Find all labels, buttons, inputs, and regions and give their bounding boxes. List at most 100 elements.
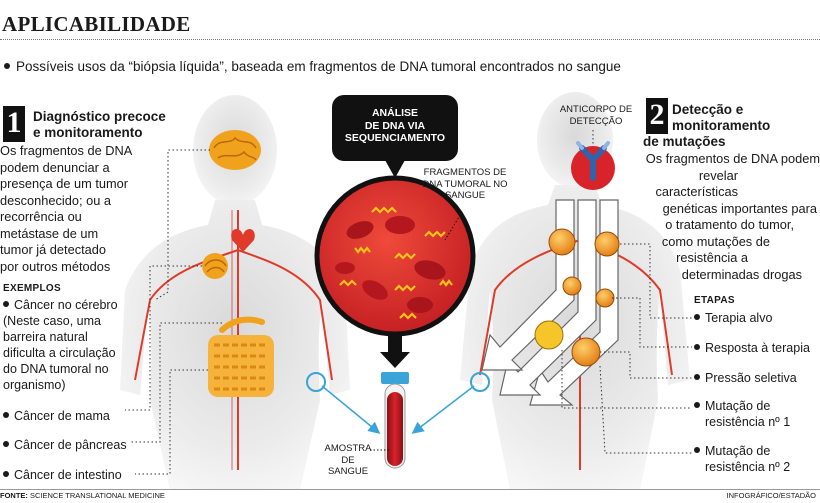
right-wrist-marker [470,372,490,392]
bullet-icon [694,374,700,380]
step-item: Pressão seletiva [694,370,797,386]
callout-line: DE DNA VIA [364,119,426,132]
step-label: Mutação de [705,444,771,458]
footer-source-text: SCIENCE TRANSLATIONAL MEDICINE [30,491,165,500]
intestine-icon [208,335,274,397]
section2-body-line: o tratamento do tumor, [665,217,794,232]
footer-source: FONTE: SCIENCE TRANSLATIONAL MEDICINE [0,491,165,500]
step-label: Resposta à terapia [705,341,810,355]
step-label: Pressão seletiva [705,371,797,385]
example-note-line: do DNA tumoral no [3,362,109,376]
blood-tube-icon [381,372,409,469]
step-item: Resposta à terapia [694,340,810,356]
example-label: Câncer de intestino [14,468,122,482]
section1-body: Os fragmentos de DNA podem denunciar a p… [0,143,132,275]
section1-heading-line: Diagnóstico precoce [33,109,166,124]
section2-body-line: revelar características [655,167,739,200]
callout-line: ANÁLISE [371,107,419,119]
step-item: Mutação de resistência nº 1 [694,398,790,430]
section1-body-line: podem denunciar a [0,159,110,175]
callout-line: SEQUENCIAMENTO [344,132,446,144]
section1-body-line: tumor já detectado [0,242,106,257]
bullet-icon [694,314,700,320]
section2-body-line: genéticas importantes para [662,200,817,216]
section2-number-badge: 2 [646,98,668,134]
heart-icon [231,228,255,252]
section1-body-line: por outros métodos [0,258,111,274]
subtitle: Possíveis usos da “biópsia líquida”, bas… [4,59,621,74]
section2-body-line: resistência a [676,250,748,265]
antibody-label-line: ANTICORPO DE [559,104,633,115]
step-item: Terapia alvo [694,310,772,326]
section2-heading-line: monitoramento [672,118,771,133]
page-title: APLICABILIDADE [2,12,191,36]
antibody-label-line: DETECÇÃO [569,115,623,127]
examples-label: EXEMPLOS [3,283,61,294]
right-sample-arrow [411,385,475,434]
example-pancreas: Câncer de pâncreas [3,437,127,453]
fragments-label: FRAGMENTOS DE DNA TUMORAL NO SANGUE [415,167,515,202]
down-arrow [380,334,410,368]
subtitle-text: Possíveis usos da “biópsia líquida”, bas… [16,59,621,74]
antibody-label: ANTICORPO DE DETECÇÃO [556,104,636,127]
fragments-label-line: FRAGMENTOS DE [423,167,507,178]
section1-body-line: desconhecido; ou a [0,192,111,208]
callout-pointer [385,160,405,178]
section1-heading-line: e monitoramento [33,125,143,140]
bullet-icon [694,402,700,408]
sample-label-line: SANGUE [327,466,369,477]
section1-number-badge: 1 [3,106,25,142]
section2-body-line: como mutações de [661,233,770,249]
section1-body-line: presença de um tumor [0,176,129,191]
example-label: Câncer de mama [14,409,110,423]
footer-source-label: FONTE: [0,491,28,500]
sample-label: AMOSTRA DE SANGUE [322,443,374,478]
right-leader-lines [561,243,692,454]
example-note-line: organismo) [3,378,66,392]
bullet-icon [3,441,9,447]
section2-heading-tail: de mutações [643,134,726,149]
bullet-icon [694,447,700,453]
section1-heading: Diagnóstico precoce e monitoramento [33,109,166,141]
footer-divider [0,489,820,490]
blood-magnifier [314,175,476,337]
section2-body-line: determinadas drogas [681,266,802,282]
left-leader-lines [125,149,222,475]
section1-body-line: metástase de um [0,225,99,241]
section2-body: Os fragmentos de DNA podem revelar carac… [636,151,820,283]
step-label-line: resistência nº 2 [705,460,791,474]
section2-heading: Detecção e monitoramento [672,102,770,134]
fragments-label-line: DNA TUMORAL NO [422,178,508,190]
example-label: Câncer no cérebro [14,298,118,312]
left-wrist-marker [306,372,326,392]
example-note-line: dificulta a circulação [3,346,116,360]
section1-body-line: recorrência ou [0,209,82,224]
tumor-cells [534,228,620,367]
step-label: Mutação de [705,399,771,413]
antibody-icon [571,141,615,190]
left-sample-arrow [321,385,381,434]
section2-body-line: Os fragmentos de DNA podem [645,151,820,166]
example-label: Câncer de pâncreas [14,438,127,452]
example-breast: Câncer de mama [3,408,110,424]
bullet-icon [4,63,10,69]
bullet-icon [3,301,9,307]
bullet-icon [694,344,700,350]
sample-label-line: DE [341,454,355,466]
sequencing-callout: ANÁLISE DE DNA VIA SEQUENCIAMENTO [332,95,458,161]
sample-label-line: AMOSTRA [324,443,372,454]
section2-heading-line: Detecção e [672,102,744,117]
bullet-icon [3,412,9,418]
fragments-label-line: SANGUE [444,190,486,201]
steps-label: ETAPAS [694,295,735,306]
example-note-line: (Neste caso, uma [3,314,101,328]
brain-icon [209,130,261,170]
footer-credit: INFOGRÁFICO/ESTADÃO [726,491,816,500]
breast-icon [202,253,228,279]
step-label: Terapia alvo [705,311,773,325]
title-divider [0,39,820,40]
step-item: Mutação de resistência nº 2 [694,443,790,475]
example-intestine: Câncer de intestino [3,467,122,483]
section1-body-line: Os fragmentos de DNA [0,143,133,158]
